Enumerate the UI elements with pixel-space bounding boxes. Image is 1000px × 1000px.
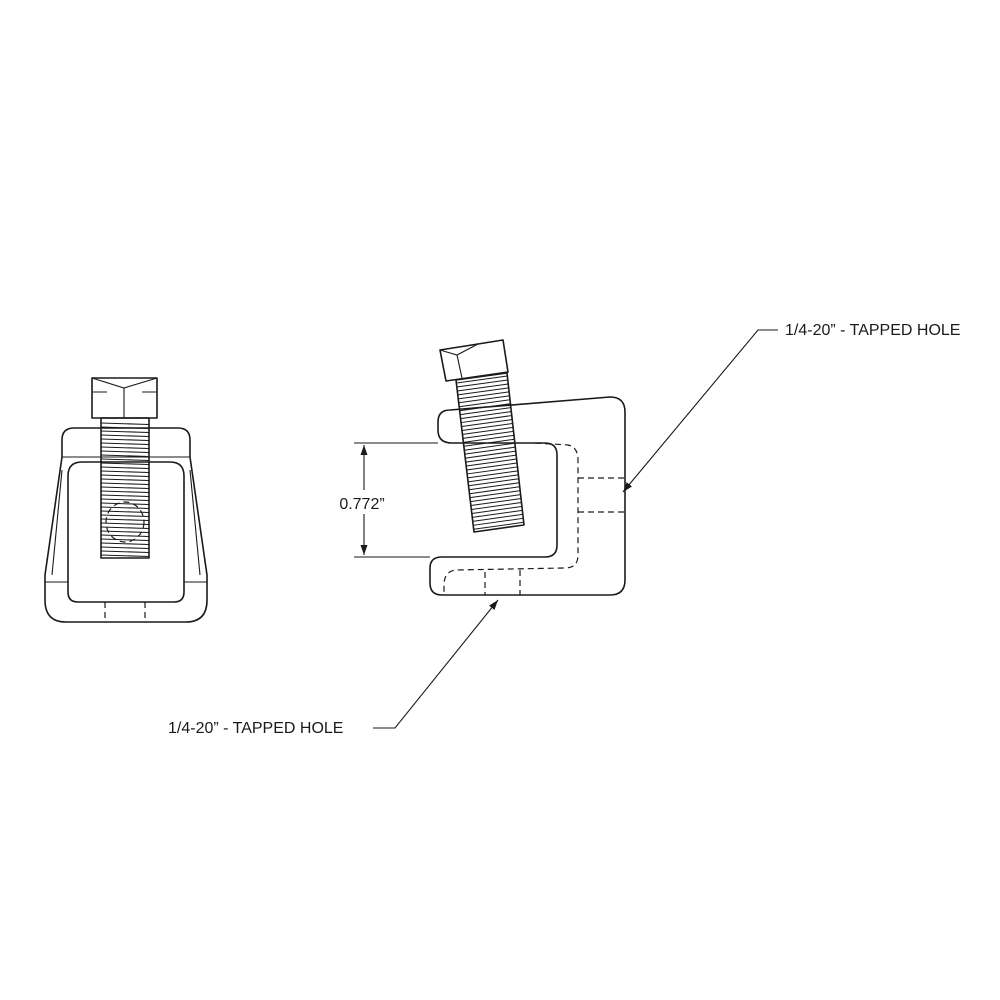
dimension-0772: 0.772” [330,442,438,558]
side-hex-head [439,339,509,382]
callout-top-label: 1/4-20” - TAPPED HOLE [785,322,960,339]
front-view [44,377,208,623]
side-view [429,339,626,596]
front-clamp-body [44,427,208,623]
side-threaded-screw [455,372,525,533]
side-hidden-lines [443,442,579,595]
front-threaded-screw [100,417,150,559]
callout-bottom-label: 1/4-20” - TAPPED HOLE [168,720,343,737]
side-clamp-body [429,396,626,596]
front-inner-window [67,461,185,603]
callout-bottom: 1/4-20” - TAPPED HOLE [168,599,499,737]
front-hex-head [91,377,158,419]
dimension-label: 0.772” [339,496,384,513]
callout-top: 1/4-20” - TAPPED HOLE [622,322,960,493]
